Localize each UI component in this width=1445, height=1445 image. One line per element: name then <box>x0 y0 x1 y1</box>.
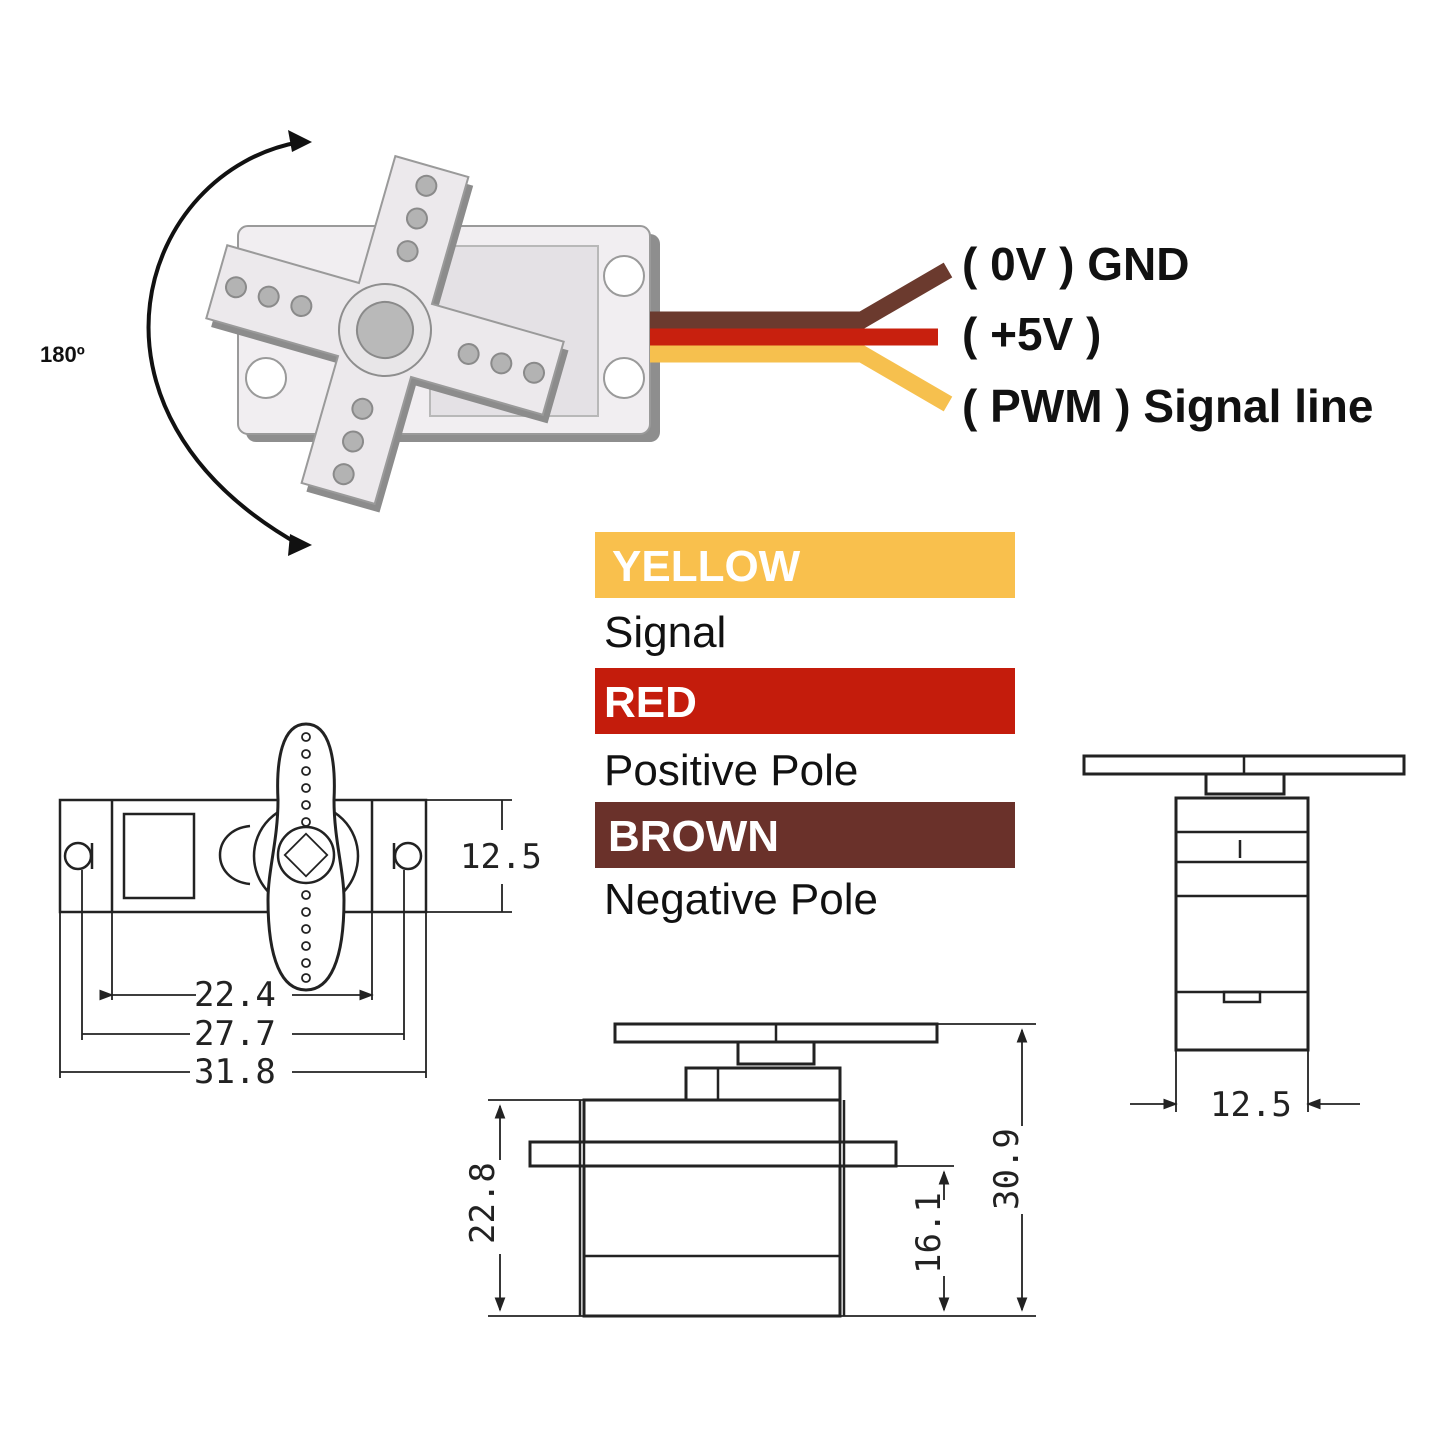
wire-yellow <box>650 345 953 412</box>
dim-body-height: 22.8 <box>463 1162 503 1244</box>
rotation-arrow-top <box>288 130 312 152</box>
wire-color-legend: YELLOW Signal RED Positive Pole BROWN Ne… <box>595 532 1015 924</box>
front-horn-icon <box>266 722 346 992</box>
legend-bar-brown <box>595 802 1015 868</box>
elev-body <box>582 1098 842 1318</box>
dim-tab-height: 16.1 <box>909 1192 949 1274</box>
side-body <box>1174 796 1310 1052</box>
rotation-arc <box>146 140 301 547</box>
wire-label-pwm: ( PWM ) Signal line <box>962 380 1373 432</box>
front-view-drawing: 22.4 27.7 31.8 12.5 <box>58 722 542 1092</box>
legend-bar-red <box>595 668 1015 734</box>
mount-hole-icon <box>603 357 645 399</box>
dim-total-height: 30.9 <box>987 1128 1027 1210</box>
front-window <box>122 812 196 900</box>
mount-hole-icon <box>245 357 287 399</box>
elevation-view-drawing: 22.8 16.1 30.9 <box>463 1022 1036 1318</box>
dim-overall-width: 31.8 <box>194 1052 276 1092</box>
rotation-label: 180º <box>40 342 85 367</box>
legend-heading-red: RED <box>604 678 697 727</box>
legend-desc-negative: Negative Pole <box>604 875 878 924</box>
legend-desc-positive: Positive Pole <box>604 746 858 795</box>
front-outline <box>58 798 428 914</box>
legend-bar-yellow <box>595 532 1015 598</box>
mount-hole-icon <box>603 255 645 297</box>
wire-brown <box>650 262 953 329</box>
wire-label-gnd: ( 0V ) GND <box>962 238 1189 290</box>
legend-desc-signal: Signal <box>604 608 726 657</box>
wire-label-5v: ( +5V ) <box>962 308 1101 360</box>
legend-heading-yellow: YELLOW <box>612 542 801 591</box>
rotation-arrow-bottom <box>288 534 312 556</box>
dim-side-depth: 12.5 <box>1210 1085 1292 1125</box>
side-view-drawing: 12.5 <box>1082 754 1406 1125</box>
dim-mount-inner: 22.4 <box>194 975 276 1015</box>
legend-heading-brown: BROWN <box>608 812 779 861</box>
dim-front-height: 12.5 <box>460 837 542 877</box>
dim-mount-holes: 27.7 <box>194 1014 276 1054</box>
servo-top-illustration: 180º ( 0V ) GND ( +5V ) ( PWM ) Sign <box>40 130 1373 556</box>
elev-mount-tab <box>528 1140 898 1168</box>
servo-horn-icon <box>205 154 569 513</box>
